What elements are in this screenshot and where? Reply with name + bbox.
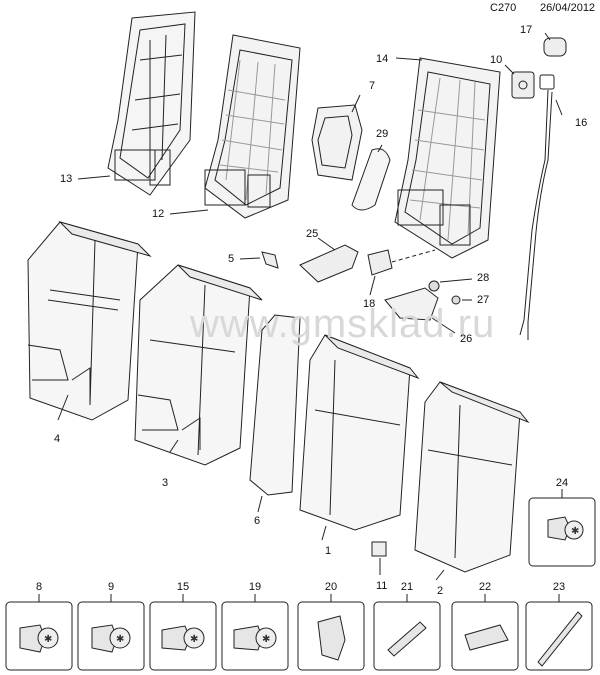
seatback-frame-part-14 <box>394 57 501 259</box>
callout-10: 10 <box>490 54 503 66</box>
trim-part-26 <box>384 287 456 334</box>
callout-18: 18 <box>363 298 376 310</box>
clip-part-5 <box>239 251 279 269</box>
box-label-8: 8 <box>35 581 43 593</box>
hardware-box-part-23 <box>525 594 593 671</box>
seatback-frame-part-12 <box>169 34 301 219</box>
diagram-code: C270 <box>490 2 517 14</box>
callout-1: 1 <box>325 545 332 557</box>
callout-12: 12 <box>152 208 165 220</box>
box-label-23: 23 <box>552 581 566 593</box>
callout-6: 6 <box>254 515 261 527</box>
callout-11: 11 <box>376 580 388 592</box>
svg-text:✱: ✱ <box>190 634 198 645</box>
box-label-9: 9 <box>107 581 115 593</box>
callout-14: 14 <box>376 53 389 65</box>
callout-25: 25 <box>306 228 319 240</box>
callout-2: 2 <box>437 585 444 597</box>
callout-3: 3 <box>162 477 169 489</box>
box-label-15: 15 <box>176 581 190 593</box>
bracket-part-7 <box>311 94 363 181</box>
callout-17: 17 <box>520 24 533 36</box>
callout-29: 29 <box>376 128 389 140</box>
clip-part-11 <box>371 541 387 575</box>
svg-text:✱: ✱ <box>262 634 270 645</box>
box-label-20: 20 <box>324 581 338 593</box>
release-cable-part-16 <box>519 74 563 340</box>
svg-text:✱: ✱ <box>44 634 52 645</box>
hinge-part-25 <box>299 237 359 283</box>
bracket-part-18 <box>367 249 436 296</box>
box-label-21: 21 <box>400 581 414 593</box>
callout-27: 27 <box>477 294 490 306</box>
release-knob-part-17 <box>543 32 567 57</box>
hardware-box-part-24: ✱ <box>528 489 596 567</box>
hardware-box-part-8: ✱ <box>5 594 73 671</box>
latch-part-10 <box>504 64 535 99</box>
callout-13: 13 <box>60 173 73 185</box>
hardware-box-part-15: ✱ <box>149 594 217 671</box>
watermark: www.gmsklad.ru <box>190 302 496 346</box>
box-label-24: 24 <box>555 477 569 489</box>
diagram-date: 26/04/2012 <box>540 2 596 14</box>
side-bolster-part-6 <box>249 314 301 513</box>
box-label-19: 19 <box>248 581 262 593</box>
callout-16: 16 <box>575 117 588 129</box>
hardware-box-part-22 <box>451 594 519 671</box>
callout-26: 26 <box>460 333 473 345</box>
callout-28: 28 <box>477 272 490 284</box>
hardware-box-part-9: ✱ <box>77 594 145 671</box>
seatback-cushion-part-1 <box>299 334 420 541</box>
callout-4: 4 <box>54 433 61 445</box>
callout-5: 5 <box>228 253 235 265</box>
clip-part-28 <box>428 278 473 292</box>
seatback-cushion-part-4 <box>27 220 152 421</box>
svg-text:✱: ✱ <box>571 526 579 537</box>
trim-strip-part-29 <box>351 144 391 211</box>
seatback-cushion-part-2 <box>414 381 530 581</box>
svg-text:✱: ✱ <box>116 634 124 645</box>
hardware-box-part-19: ✱ <box>221 594 289 671</box>
hardware-box-part-21 <box>373 594 441 671</box>
box-label-22: 22 <box>478 581 492 593</box>
seatback-cushion-part-3 <box>134 264 263 466</box>
callout-7: 7 <box>369 80 376 92</box>
screw-part-27 <box>451 295 472 305</box>
seatback-frame-part-13 <box>77 11 196 196</box>
hardware-box-part-20 <box>297 594 365 671</box>
